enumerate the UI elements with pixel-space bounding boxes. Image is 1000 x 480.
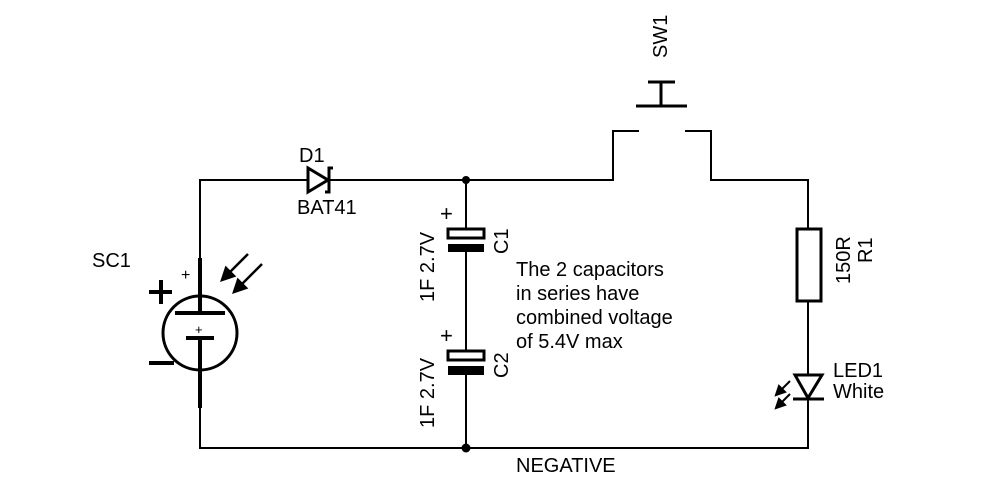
c2-plate-positive-icon bbox=[446, 349, 486, 362]
c1-plate-negative-icon bbox=[448, 244, 484, 252]
diode-triangle-icon bbox=[306, 165, 331, 195]
d1-value-label: BAT41 bbox=[297, 197, 357, 219]
note-line-4: of 5.4V max bbox=[516, 331, 623, 353]
sw1-contact-right bbox=[685, 130, 712, 181]
light-arrows-icon bbox=[220, 253, 263, 294]
c1-value-label: 1F 2.7V bbox=[417, 231, 439, 302]
sw1-contact-left bbox=[612, 130, 639, 181]
led-triangle-icon bbox=[792, 373, 825, 401]
junction-dot-top bbox=[462, 176, 470, 184]
sc1-small-plus: + bbox=[181, 267, 190, 284]
c2-plate-negative-icon bbox=[448, 366, 484, 375]
capacitor-c1: + 1F 2.7V C1 bbox=[417, 201, 513, 302]
net-label-negative: NEGATIVE bbox=[516, 455, 616, 477]
c1-plus-label: + bbox=[440, 201, 453, 226]
switch-sw1: SW1 bbox=[612, 15, 712, 181]
c1-ref-label: C1 bbox=[491, 228, 513, 254]
junction-dot-bottom bbox=[461, 443, 471, 453]
led1-ref-label: LED1 bbox=[833, 360, 883, 382]
d1-ref-label: D1 bbox=[299, 145, 325, 167]
sw1-ref-label: SW1 bbox=[650, 15, 672, 58]
c2-value-label: 1F 2.7V bbox=[417, 357, 439, 428]
c2-plus-label: + bbox=[440, 323, 453, 348]
capacitor-c2: + 1F 2.7V C2 bbox=[417, 323, 513, 428]
led-emission-arrows-icon bbox=[774, 380, 791, 410]
c2-ref-label: C2 bbox=[491, 352, 513, 378]
r1-ref-label: R1 bbox=[855, 237, 877, 263]
sc1-ref-label: SC1 bbox=[92, 250, 131, 272]
resistor-body-icon bbox=[795, 227, 823, 303]
r1-value-label: 150R bbox=[833, 236, 855, 284]
sc1-inner-plus: + bbox=[195, 322, 203, 337]
diode-d1: D1 BAT41 bbox=[297, 145, 357, 219]
capacitor-note: The 2 capacitors in series have combined… bbox=[516, 259, 673, 353]
note-line-2: in series have bbox=[516, 283, 639, 305]
c1-plate-positive-icon bbox=[446, 227, 486, 240]
led1-value-label: White bbox=[833, 381, 884, 403]
diode-schottky-bar-icon bbox=[325, 166, 333, 194]
wires bbox=[199, 176, 809, 453]
led-led1: LED1 White bbox=[774, 360, 884, 410]
resistor-r1: 150R R1 bbox=[795, 227, 877, 303]
note-line-1: The 2 capacitors bbox=[516, 259, 664, 281]
solar-cell-sc1: SC1 + + bbox=[92, 250, 263, 408]
note-line-3: combined voltage bbox=[516, 307, 673, 329]
